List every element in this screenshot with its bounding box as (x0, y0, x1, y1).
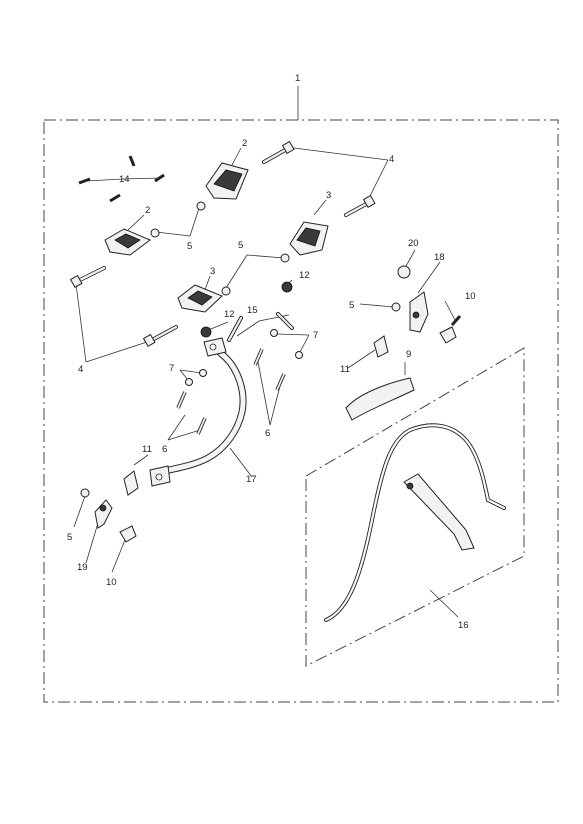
callout-1: 1 (295, 73, 300, 84)
callout-2: 2 (242, 138, 247, 149)
mount-block-2-lower (104, 228, 151, 256)
callout-12: 12 (224, 309, 235, 320)
callout-labels: 1 2 2 3 3 4 4 5 5 5 5 6 6 7 7 9 10 10 11… (67, 73, 476, 631)
mount-block-2-upper (205, 162, 249, 200)
callout-16: 16 (458, 620, 469, 631)
bracket-upper (409, 291, 429, 333)
callout-11: 11 (340, 364, 350, 375)
callout-5: 5 (238, 240, 243, 251)
mount-block-3-upper (289, 221, 329, 256)
callout-12: 12 (299, 270, 310, 281)
callout-17: 17 (246, 474, 257, 485)
callout-3: 3 (210, 266, 215, 277)
callout-19: 19 (77, 562, 88, 573)
callout-7: 7 (169, 363, 174, 374)
clip-lower (123, 470, 139, 496)
subkit-boundary (305, 347, 525, 667)
frame-tube (149, 337, 247, 487)
callout-4: 4 (78, 364, 83, 375)
callout-11: 11 (142, 444, 152, 455)
callout-7: 7 (313, 330, 318, 341)
bolts (69, 140, 376, 435)
bolt-10 (119, 315, 462, 543)
kit-boundary (43, 119, 559, 703)
callout-5: 5 (187, 241, 192, 252)
clip-upper (373, 335, 389, 358)
callout-2: 2 (145, 205, 150, 216)
callout-14: 14 (119, 174, 130, 185)
callout-15: 15 (247, 305, 258, 316)
lever-lower (94, 499, 113, 529)
callout-10: 10 (106, 577, 117, 588)
callout-9: 9 (406, 349, 411, 360)
callout-6: 6 (162, 444, 167, 455)
callout-3: 3 (326, 190, 331, 201)
callout-10: 10 (465, 291, 476, 302)
callout-18: 18 (434, 252, 445, 263)
callout-5: 5 (349, 300, 354, 311)
callout-6: 6 (265, 428, 270, 439)
cover (345, 377, 415, 421)
mount-block-3-lower (177, 284, 223, 313)
nuts (80, 201, 411, 498)
callout-20: 20 (408, 238, 419, 249)
leader-lines (73, 86, 459, 618)
cable-assembly (324, 423, 506, 622)
callout-5: 5 (67, 532, 72, 543)
callout-4: 4 (389, 154, 394, 165)
